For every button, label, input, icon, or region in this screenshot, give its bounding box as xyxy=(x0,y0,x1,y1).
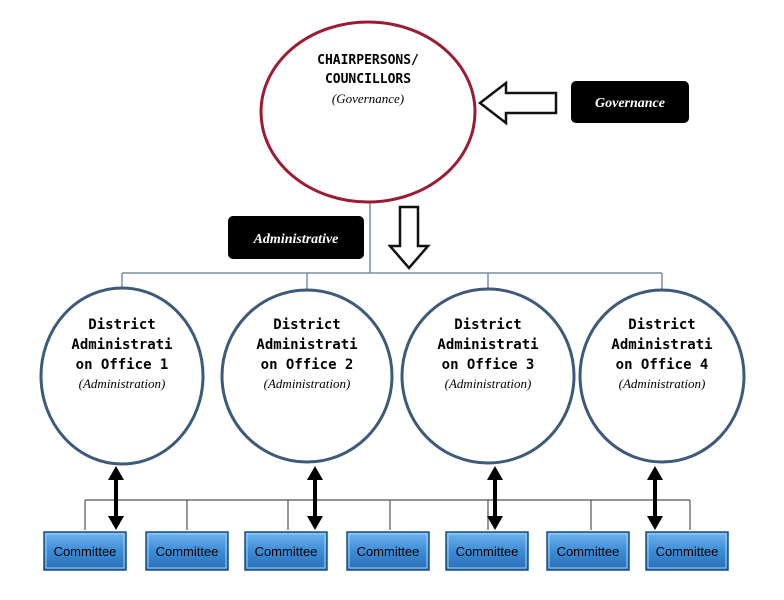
double-arrow-icon xyxy=(487,466,503,530)
district-line3: on Office 4 xyxy=(616,357,709,373)
committee-box: Committee xyxy=(546,531,630,571)
district-office-4: District Administrati on Office 4 (Admin… xyxy=(578,288,746,464)
chairpersons-node: CHAIRPERSONS/ COUNCILLORS (Governance) xyxy=(259,20,477,204)
committee-label: Committee xyxy=(54,544,117,559)
district-line1: District xyxy=(454,317,521,333)
district-subtitle: (Administration) xyxy=(619,376,706,391)
committee-label: Committee xyxy=(357,544,420,559)
district-line1: District xyxy=(628,317,695,333)
district-office-2: District Administrati on Office 2 (Admin… xyxy=(220,288,394,464)
district-subtitle: (Administration) xyxy=(79,376,166,391)
down-arrow-icon xyxy=(387,205,431,270)
committee-box: Committee xyxy=(244,531,328,571)
committee-label: Committee xyxy=(156,544,219,559)
committee-box: Committee xyxy=(445,531,529,571)
district-subtitle: (Administration) xyxy=(264,376,351,391)
double-arrow-icon xyxy=(647,466,663,530)
councillors-label: COUNCILLORS xyxy=(325,72,411,87)
committee-box: Committee xyxy=(145,531,229,571)
committee-label: Committee xyxy=(656,544,719,559)
district-office-3: District Administrati on Office 3 (Admin… xyxy=(400,287,576,465)
committee-box: Committee xyxy=(346,531,430,571)
double-arrow-icon xyxy=(108,466,124,530)
administrative-tag-label: Administrative xyxy=(253,232,339,247)
committee-label: Committee xyxy=(557,544,620,559)
district-office-1: District Administrati on Office 1 (Admin… xyxy=(39,286,205,466)
committee-row: Committee Committee Committee Committee … xyxy=(43,531,729,571)
district-line2: Administrati xyxy=(71,337,172,353)
governance-tag: Governance xyxy=(571,81,689,123)
district-line1: District xyxy=(88,317,155,333)
district-line2: Administrati xyxy=(437,337,538,353)
chairpersons-label: CHAIRPERSONS/ xyxy=(317,53,419,68)
district-line3: on Office 3 xyxy=(442,357,535,373)
district-line3: on Office 1 xyxy=(76,357,169,373)
district-line1: District xyxy=(273,317,340,333)
committee-box: Committee xyxy=(43,531,127,571)
administrative-tag: Administrative xyxy=(228,216,364,259)
governance-subtitle: (Governance) xyxy=(332,91,404,106)
left-arrow-icon xyxy=(477,80,558,126)
district-line3: on Office 2 xyxy=(261,357,354,373)
committee-connectors xyxy=(84,499,691,530)
committee-label: Committee xyxy=(456,544,519,559)
committee-label: Committee xyxy=(255,544,318,559)
hierarchy-connectors xyxy=(121,200,663,297)
district-line2: Administrati xyxy=(256,337,357,353)
governance-tag-label: Governance xyxy=(595,96,665,111)
district-line2: Administrati xyxy=(611,337,712,353)
district-subtitle: (Administration) xyxy=(445,376,532,391)
committee-box: Committee xyxy=(645,531,729,571)
bidirectional-arrows xyxy=(108,466,663,530)
double-arrow-icon xyxy=(307,466,323,530)
